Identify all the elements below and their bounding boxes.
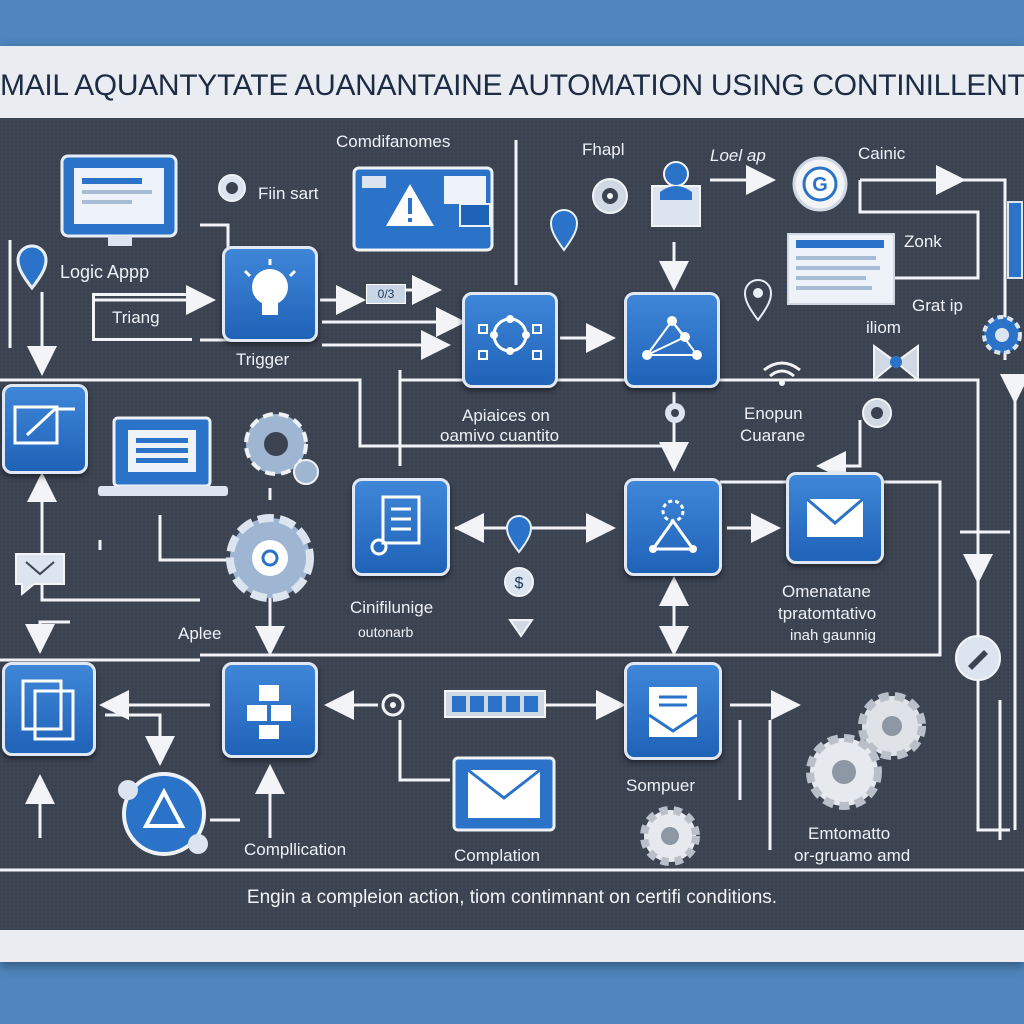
scale-bar-icon [1007, 201, 1023, 279]
fhapi-label: Fhapl [582, 140, 625, 159]
enopun-label: Enopun [744, 404, 803, 423]
graph-icon [642, 316, 702, 360]
pencil-circle-icon [955, 635, 1001, 681]
bow-icon [873, 344, 919, 383]
diagram-title: MAIL AQUANTYTATE AUANANTAINE AUTOMATION … [0, 69, 1024, 102]
iliom-label: iliom [866, 318, 901, 337]
oamivo-label: oamivo cuantito [440, 426, 560, 445]
sompuer-label: Sompuer [626, 776, 695, 795]
node-dot-icon [381, 693, 405, 717]
complation-label: Complation [454, 846, 540, 865]
trigger-node[interactable] [222, 246, 318, 342]
document-icon [370, 495, 421, 556]
gear-blue-icon [982, 315, 1022, 355]
target-icon [218, 174, 246, 202]
pin-outline-icon [743, 279, 773, 322]
cainic-label: Cainic [858, 144, 906, 163]
inah-gaunnig-label: inah gaunnig [790, 627, 876, 644]
cinifilunge-label: Cinifilunige [350, 598, 434, 617]
monitor-icon [60, 154, 178, 246]
compllication-label: Compllication [244, 840, 347, 859]
svg-text:G: G [812, 174, 828, 196]
export-icon [13, 405, 75, 445]
apiaices-label: Apiaices on [462, 406, 550, 425]
badge: 0/3 [366, 284, 406, 304]
apiaices-node[interactable] [462, 292, 558, 388]
money-pin-icon: $ [504, 515, 534, 597]
puzzle-gear-icon [244, 412, 319, 485]
grat-ip-label: Grat ip [912, 296, 964, 315]
warning-circle-icon [118, 772, 208, 856]
fun-sart-label: Fiin sart [258, 184, 319, 203]
small-target-icon [665, 403, 685, 423]
trigger-label: Trigger [236, 350, 290, 369]
badge-node[interactable] [624, 478, 722, 576]
omenatane-label: Omenatane [782, 582, 871, 601]
envelope-icon [806, 497, 864, 537]
circular-gear-icon [226, 514, 314, 602]
dial-icon [592, 178, 628, 214]
warning-panel [352, 166, 494, 252]
mail-document-icon [648, 687, 698, 737]
wifi-icon [763, 361, 801, 386]
blocks-node[interactable] [222, 662, 318, 758]
progress-strip-icon [444, 690, 546, 718]
pin-icon [549, 209, 579, 252]
email-card-icon [452, 756, 556, 832]
left-node[interactable] [2, 384, 88, 474]
award-icon [649, 499, 697, 553]
logic-app-label: Logic Appp [60, 262, 150, 282]
triang-label: Triang [112, 308, 160, 327]
cuarane-label: Cuarane [740, 426, 806, 445]
diamond-icon [508, 619, 534, 638]
chat-icon [15, 553, 65, 597]
comdifanomes-label: Comdifanomes [336, 132, 451, 151]
triang-frame [92, 293, 192, 341]
svg-text:$: $ [515, 575, 524, 592]
document-node[interactable] [352, 478, 450, 576]
zonk-panel [787, 233, 895, 305]
network-icon [478, 315, 542, 360]
graph-node[interactable] [624, 292, 720, 388]
copy-icon [21, 679, 75, 741]
google-icon: G [792, 156, 848, 212]
orgruamo-label: or-gruamo amd [794, 846, 911, 865]
diagram-caption: Engin a compleion action, tiom contimnan… [246, 887, 778, 908]
gears-icon [806, 692, 926, 810]
mail-doc-node[interactable] [624, 662, 722, 760]
gear-small-icon [640, 806, 700, 866]
zonk-label: Zonk [904, 232, 942, 251]
emtomatto-label: Emtomatto [808, 824, 891, 843]
aplee-label: Aplee [178, 624, 222, 643]
copy-node[interactable] [2, 662, 96, 756]
email-node[interactable] [786, 472, 884, 564]
user-icon [651, 161, 701, 227]
outonarb-label: outonarb [358, 624, 414, 640]
blocks-icon [247, 685, 291, 739]
settings-ring-icon [862, 398, 892, 428]
location-pin-icon [16, 244, 48, 290]
tpratomtativo-label: tpratomtativo [778, 604, 877, 623]
logl-ap-label: Loel ap [710, 146, 766, 165]
laptop-icon [98, 416, 228, 496]
lightbulb-icon [243, 259, 297, 315]
